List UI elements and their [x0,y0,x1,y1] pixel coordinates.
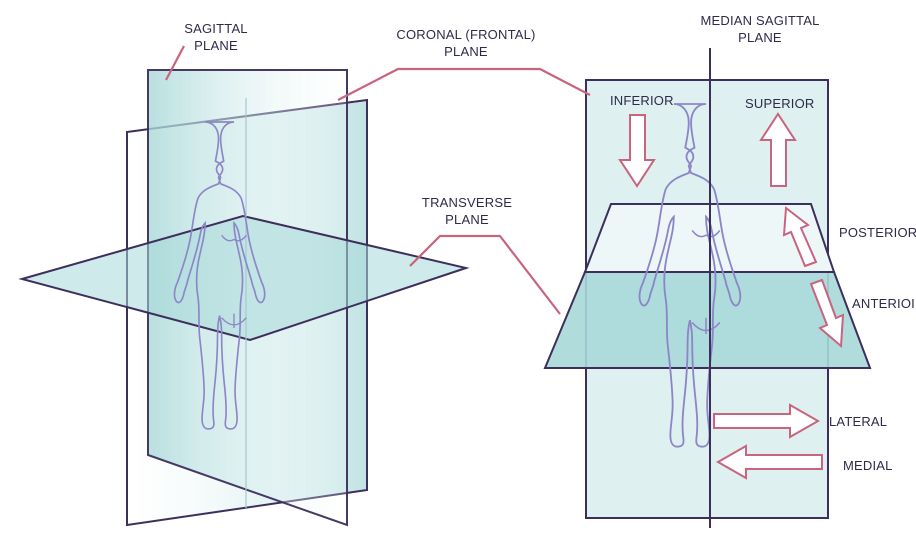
median-label-line2: PLANE [700,29,819,46]
transverse-label-line1: TRANSVERSE [422,194,512,211]
median-sagittal-label: MEDIAN SAGITTAL PLANE [700,12,819,46]
median-label-line1: MEDIAN SAGITTAL [700,12,819,29]
superior-label: SUPERIOR [745,95,815,112]
coronal-label-line1: CORONAL (FRONTAL) [396,26,535,43]
transverse-plane-label: TRANSVERSE PLANE [422,194,512,228]
transverse-label-line2: PLANE [422,211,512,228]
medial-label: MEDIAL [843,457,893,474]
posterior-label: POSTERIOR [839,224,916,241]
sagittal-label-line2: PLANE [184,37,247,54]
inferior-label: INFERIOR [610,92,674,109]
anterior-label: ANTERIOI [852,295,915,312]
sagittal-label-line1: SAGITTAL [184,20,247,37]
right-planes-group [545,48,870,528]
coronal-leader [338,69,590,100]
transverse-plane [22,216,466,340]
coronal-plane-label: CORONAL (FRONTAL) PLANE [396,26,535,60]
sagittal-plane-label: SAGITTAL PLANE [184,20,247,54]
left-planes-group [22,70,466,525]
coronal-label-line2: PLANE [396,43,535,60]
lateral-label: LATERAL [829,413,887,430]
